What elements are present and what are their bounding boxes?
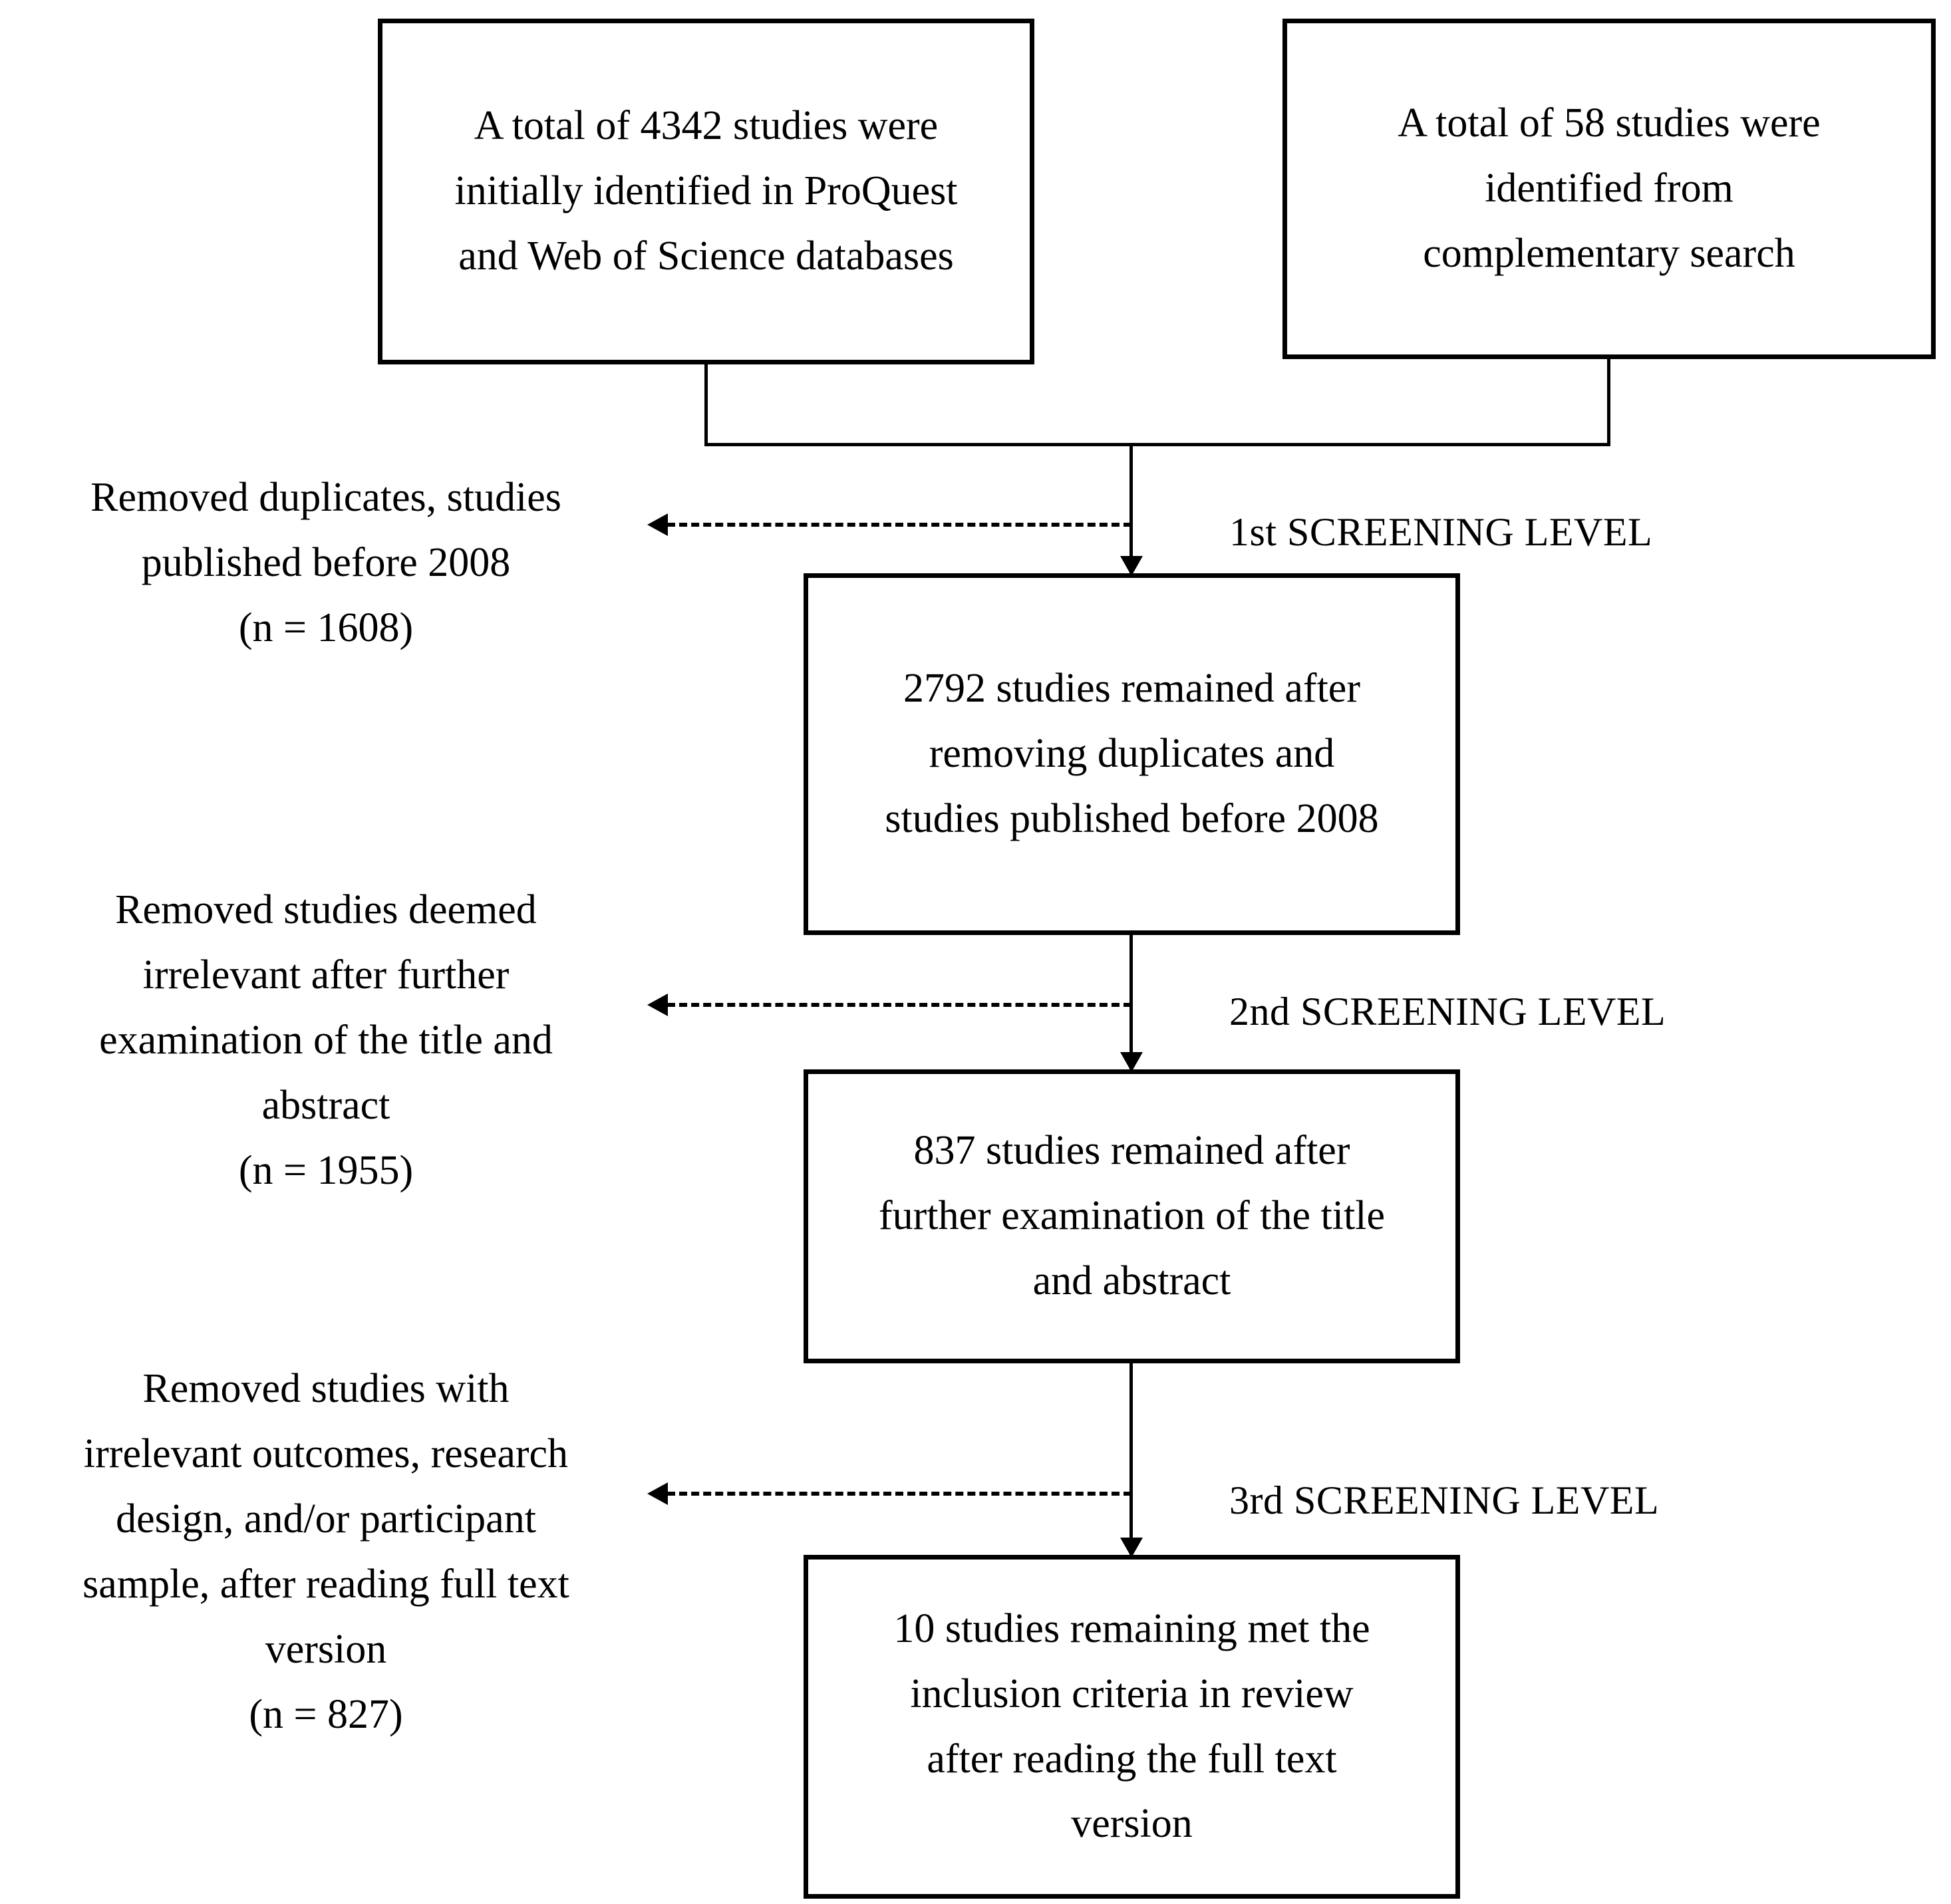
screening-level-label-1: 1st SCREENING LEVEL	[1229, 510, 1653, 554]
exclusion-label-3: Removed studies with irrelevant outcomes…	[82, 1366, 569, 1737]
connector-right-stem	[1607, 359, 1610, 446]
box-after-title-abstract-screening-text: 837 studies remained after further exami…	[879, 1128, 1385, 1303]
exclusion-label-2: Removed studies deemed irrelevant after …	[99, 887, 553, 1193]
box-after-title-abstract-screening: 837 studies remained after further exami…	[804, 1069, 1460, 1363]
arrow-left-icon-exclusion-1	[647, 513, 668, 536]
connector-trunk-segment-3	[1129, 1363, 1133, 1555]
arrow-down-icon-to-included	[1120, 1538, 1143, 1558]
dashed-connector-exclusion-1	[667, 523, 1131, 527]
box-identified-complementary-text: A total of 58 studies were identified fr…	[1398, 100, 1821, 276]
box-included-studies: 10 studies remaining met the inclusion c…	[804, 1555, 1460, 1899]
arrow-left-icon-exclusion-3	[647, 1482, 668, 1505]
connector-trunk-segment-1	[1129, 443, 1133, 573]
box-identified-complementary: A total of 58 studies were identified fr…	[1282, 19, 1936, 359]
arrow-down-icon-to-after-duplicates	[1120, 556, 1143, 576]
connector-merge-bar	[704, 443, 1610, 446]
dashed-connector-exclusion-2	[667, 1003, 1131, 1007]
connector-trunk-segment-2	[1129, 935, 1133, 1069]
box-included-studies-text: 10 studies remaining met the inclusion c…	[893, 1605, 1370, 1847]
arrow-down-icon-to-after-title-abstract	[1120, 1052, 1143, 1072]
box-identified-databases: A total of 4342 studies were initially i…	[378, 19, 1034, 364]
box-after-removing-duplicates: 2792 studies remained after removing dup…	[804, 573, 1460, 935]
exclusion-label-1: Removed duplicates, studies published be…	[90, 475, 561, 650]
box-after-removing-duplicates-text: 2792 studies remained after removing dup…	[885, 666, 1379, 841]
dashed-connector-exclusion-3	[667, 1492, 1131, 1496]
arrow-left-icon-exclusion-2	[647, 994, 668, 1016]
screening-level-label-2: 2nd SCREENING LEVEL	[1229, 990, 1666, 1033]
connector-left-stem	[704, 364, 708, 446]
screening-level-label-3: 3rd SCREENING LEVEL	[1229, 1478, 1660, 1522]
box-identified-databases-text: A total of 4342 studies were initially i…	[454, 103, 958, 279]
